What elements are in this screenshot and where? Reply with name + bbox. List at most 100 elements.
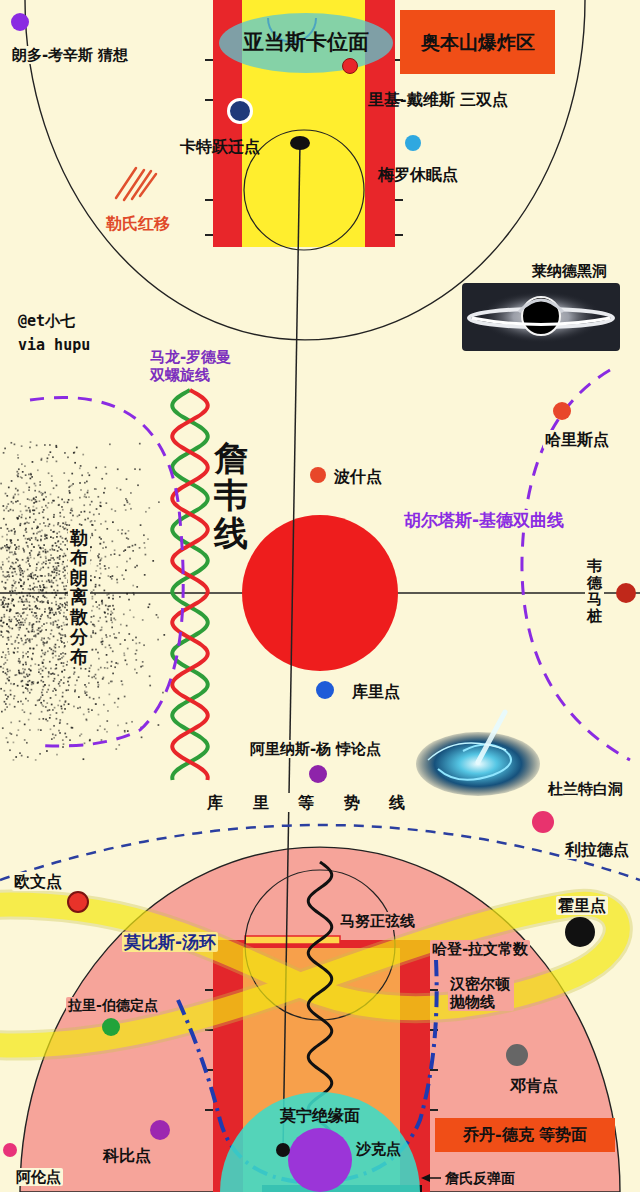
scatter-dot: [13, 605, 15, 607]
scatter-dot: [22, 573, 24, 575]
scatter-dot: [22, 585, 24, 587]
scatter-dot: [51, 571, 53, 573]
scatter-dot: [105, 502, 107, 504]
scatter-dot: [38, 669, 40, 671]
scatter-dot: [58, 607, 60, 609]
scatter-dot: [127, 730, 129, 732]
scatter-dot: [46, 461, 48, 463]
scatter-dot: [53, 614, 55, 616]
scatter-dot: [46, 691, 48, 693]
black-hole: [462, 283, 620, 351]
scatter-dot: [64, 589, 66, 591]
scatter-dot: [36, 608, 38, 610]
scatter-dot: [40, 575, 42, 577]
scatter-dot: [94, 594, 96, 596]
scatter-dot: [16, 637, 18, 639]
scatter-dot: [84, 519, 86, 521]
scatter-dot: [56, 575, 58, 577]
scatter-dot: [1, 617, 3, 619]
scatter-dot: [18, 515, 20, 517]
scatter-dot: [18, 601, 20, 603]
scatter-dot: [55, 542, 57, 544]
scatter-dot: [30, 665, 32, 667]
scatter-dot: [54, 597, 56, 599]
scatter-dot: [21, 445, 23, 447]
scatter-dot: [19, 613, 21, 615]
scatter-dot: [119, 554, 121, 556]
scatter-dot: [143, 644, 145, 646]
scatter-dot: [55, 592, 57, 594]
scatter-dot: [4, 545, 6, 547]
scatter-dot: [8, 598, 10, 600]
scatter-dot: [94, 625, 96, 627]
white-hole-swirl: [428, 743, 506, 760]
scatter-dot: [28, 522, 30, 524]
scatter-dot: [61, 506, 63, 508]
scatter-dot: [123, 613, 125, 615]
scatter-dot: [20, 638, 22, 640]
scatter-dot: [39, 608, 41, 610]
scatter-dot: [106, 720, 108, 722]
scatter-dot: [14, 494, 16, 496]
scatter-dot: [40, 589, 42, 591]
scatter-dot: [13, 563, 15, 565]
scatter-dot: [123, 578, 125, 580]
scatter-dot: [128, 633, 130, 635]
scatter-dot: [2, 606, 4, 608]
scatter-dot: [17, 473, 19, 475]
scatter-dot: [25, 608, 27, 610]
scatter-dot: [84, 494, 86, 496]
scatter-dot: [22, 652, 24, 654]
point-dot: [532, 811, 554, 833]
scatter-dot: [10, 621, 12, 623]
scatter-dot: [21, 601, 23, 603]
scatter-dot: [40, 590, 42, 592]
scatter-dot: [64, 544, 66, 546]
scatter-dot: [80, 465, 82, 467]
scatter-dot: [74, 691, 76, 693]
scatter-dot: [48, 454, 50, 456]
scatter-dot: [31, 684, 33, 686]
scatter-dot: [46, 507, 48, 509]
scatter-dot: [64, 607, 66, 609]
court-point: 哈里斯点: [543, 430, 611, 449]
scatter-dot: [131, 721, 133, 723]
scatter-dot: [89, 740, 91, 742]
scatter-dot: [101, 478, 103, 480]
scatter-dot: [105, 605, 107, 607]
scatter-dot: [29, 595, 31, 597]
scatter-dot: [55, 689, 57, 691]
scatter-dot: [95, 488, 97, 490]
scatter-dot: [57, 705, 59, 707]
scatter-dot: [7, 606, 9, 608]
scatter-dot: [48, 573, 50, 575]
scatter-dot: [25, 528, 27, 530]
scatter-dot: [39, 585, 41, 587]
scatter-dot: [69, 485, 71, 487]
scatter-dot: [3, 604, 5, 606]
scatter-dot: [42, 589, 44, 591]
scatter-dot: [61, 597, 63, 599]
scatter-dot: [38, 581, 40, 583]
scatter-dot: [6, 534, 8, 536]
scatter-dot: [86, 481, 88, 483]
scatter-dot: [50, 668, 52, 670]
scatter-dot: [17, 517, 19, 519]
scatter-dot: [90, 546, 92, 548]
scatter-dot: [61, 582, 63, 584]
scatter-dot: [45, 706, 47, 708]
scatter-dot: [55, 734, 57, 736]
scatter-dot: [22, 664, 24, 666]
scatter-dot: [95, 586, 97, 588]
scatter-dot: [36, 507, 38, 509]
scatter-dot: [63, 622, 65, 624]
scatter-dot: [124, 549, 126, 551]
scatter-dot: [31, 608, 33, 610]
scatter-dot: [104, 565, 106, 567]
scatter-dot: [23, 644, 25, 646]
feature-label: 杜兰特白洞: [548, 780, 623, 798]
scatter-dot: [10, 594, 12, 596]
scatter-dot: [20, 523, 22, 525]
scatter-dot: [1, 631, 3, 633]
scatter-dot: [88, 711, 90, 713]
